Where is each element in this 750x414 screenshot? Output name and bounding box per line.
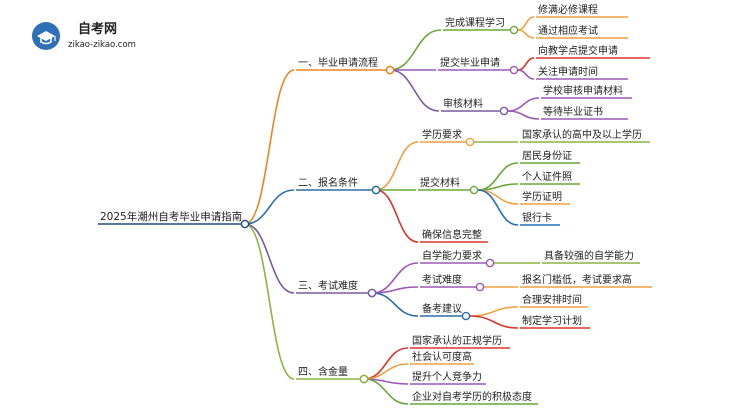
branch-2-node: 二、报名条件 [298, 176, 358, 189]
branch-1-link [244, 69, 295, 225]
leaf-1-3-1-node: 学校审核申请材料 [543, 84, 623, 97]
branch-4-child-2-node: 社会认可度高 [412, 350, 472, 363]
branch-1-child-1-node: 完成课程学习 [445, 16, 505, 29]
leaf-1-1-2-link [517, 29, 535, 39]
leaf-3-3-2-node: 制定学习计划 [522, 314, 582, 327]
branch-1-child-3-link [389, 69, 440, 112]
leaf-3-3-1-node: 合理安排时间 [522, 293, 582, 306]
leaf-2-2-4-link [477, 189, 519, 226]
leaf-1-1-1-link [517, 16, 535, 31]
branch-4-link [244, 223, 295, 380]
leaf-1-3-2-link [507, 110, 540, 120]
branch-3-child-2-connector [475, 282, 485, 292]
branch-2-child-2-node: 提交材料 [420, 176, 460, 189]
branch-4-child-1-link [363, 347, 409, 380]
branch-3-child-1-node: 自学能力要求 [422, 249, 482, 262]
branch-4-node: 四、含金量 [298, 365, 348, 378]
leaf-2-2-3-node: 学历证明 [522, 190, 562, 203]
branch-3-child-3-node: 备考建议 [422, 302, 462, 315]
branch-1-child-3-node: 审核材料 [443, 97, 483, 110]
branch-2-child-3-node: 确保信息完整 [422, 228, 482, 241]
branch-3-child-3-link [371, 292, 419, 317]
leaf-3-3-2-link [469, 315, 519, 329]
branch-3-child-2-link [371, 286, 419, 294]
branch-1-child-2-connector [509, 65, 519, 75]
branch-1-child-1-connector [509, 25, 519, 35]
leaf-1-1-2-node: 通过相应考试 [538, 24, 598, 37]
leaf-3-3-1-link [469, 306, 519, 317]
branch-2-child-1-connector [465, 137, 475, 147]
leaf-1-1-1-node: 修满必修课程 [538, 3, 598, 16]
mindmap-nodes: 2025年潮州自考毕业申请指南 一、毕业申请流程 完成课程学习 修满必修课程通过相应考… [98, 3, 652, 405]
branch-2-child-1-link [375, 141, 419, 191]
logo-name: 自考网 [78, 21, 117, 37]
leaf-1-2-1-node: 向教学点提交申请 [538, 44, 618, 57]
branch-4-child-1-node: 国家承认的正规学历 [412, 334, 502, 347]
leaf-1-2-2-link [517, 69, 535, 80]
branch-3-child-1-link [371, 262, 419, 294]
branch-4-child-3-node: 提升个人竞争力 [412, 370, 482, 383]
leaf-2-2-2-node: 个人证件照 [522, 171, 572, 183]
leaf-1-3-1-link [507, 97, 540, 112]
root-node: 2025年潮州自考毕业申请指南 [100, 210, 242, 223]
logo: 自考网 zikao-zikao.com [32, 21, 136, 50]
leaf-1-2-1-link [517, 57, 535, 71]
branch-4-child-2-link [363, 363, 409, 380]
leaf-2-2-1-node: 居民身份证 [522, 149, 572, 162]
branch-3-connector [367, 288, 377, 298]
branch-3-node: 三、考试难度 [298, 279, 358, 292]
mindmap-links [244, 16, 540, 405]
branch-1-node: 一、毕业申请流程 [298, 56, 378, 69]
branch-3-child-1-connector [485, 258, 495, 268]
branch-2-child-2-connector [469, 185, 479, 195]
branch-1-child-2-node: 提交毕业申请 [440, 56, 500, 69]
branch-3-link [244, 223, 295, 294]
leaf-2-2-2-link [477, 183, 519, 191]
leaf-1-3-2-node: 等待毕业证书 [543, 105, 603, 118]
leaf-3-1-1-node: 具备较强的自学能力 [544, 249, 634, 262]
leaf-2-1-1-node: 国家承认的高中及以上学历 [522, 128, 642, 141]
branch-4-child-4-link [363, 378, 409, 405]
branch-1-connector [385, 65, 395, 75]
leaf-2-2-1-link [477, 162, 519, 191]
branch-4-connector [359, 374, 369, 384]
branch-2-connector [371, 185, 381, 195]
logo-url: zikao-zikao.com [68, 40, 136, 50]
leaf-1-2-2-node: 关注申请时间 [538, 65, 598, 78]
branch-2-child-3-link [375, 189, 419, 243]
branch-4-child-4-node: 企业对自考学历的积极态度 [412, 390, 532, 403]
leaf-2-2-4-node: 银行卡 [522, 211, 552, 224]
root-connector [240, 219, 250, 229]
branch-2-link [244, 189, 295, 225]
leaf-3-2-1-node: 报名门槛低，考试要求高 [522, 273, 632, 286]
branch-2-child-1-node: 学历要求 [422, 128, 462, 141]
branch-1-child-1-link [389, 29, 442, 71]
branch-1-child-3-connector [499, 106, 509, 116]
branch-3-child-2-node: 考试难度 [422, 273, 462, 286]
branch-3-child-3-connector [461, 311, 471, 321]
